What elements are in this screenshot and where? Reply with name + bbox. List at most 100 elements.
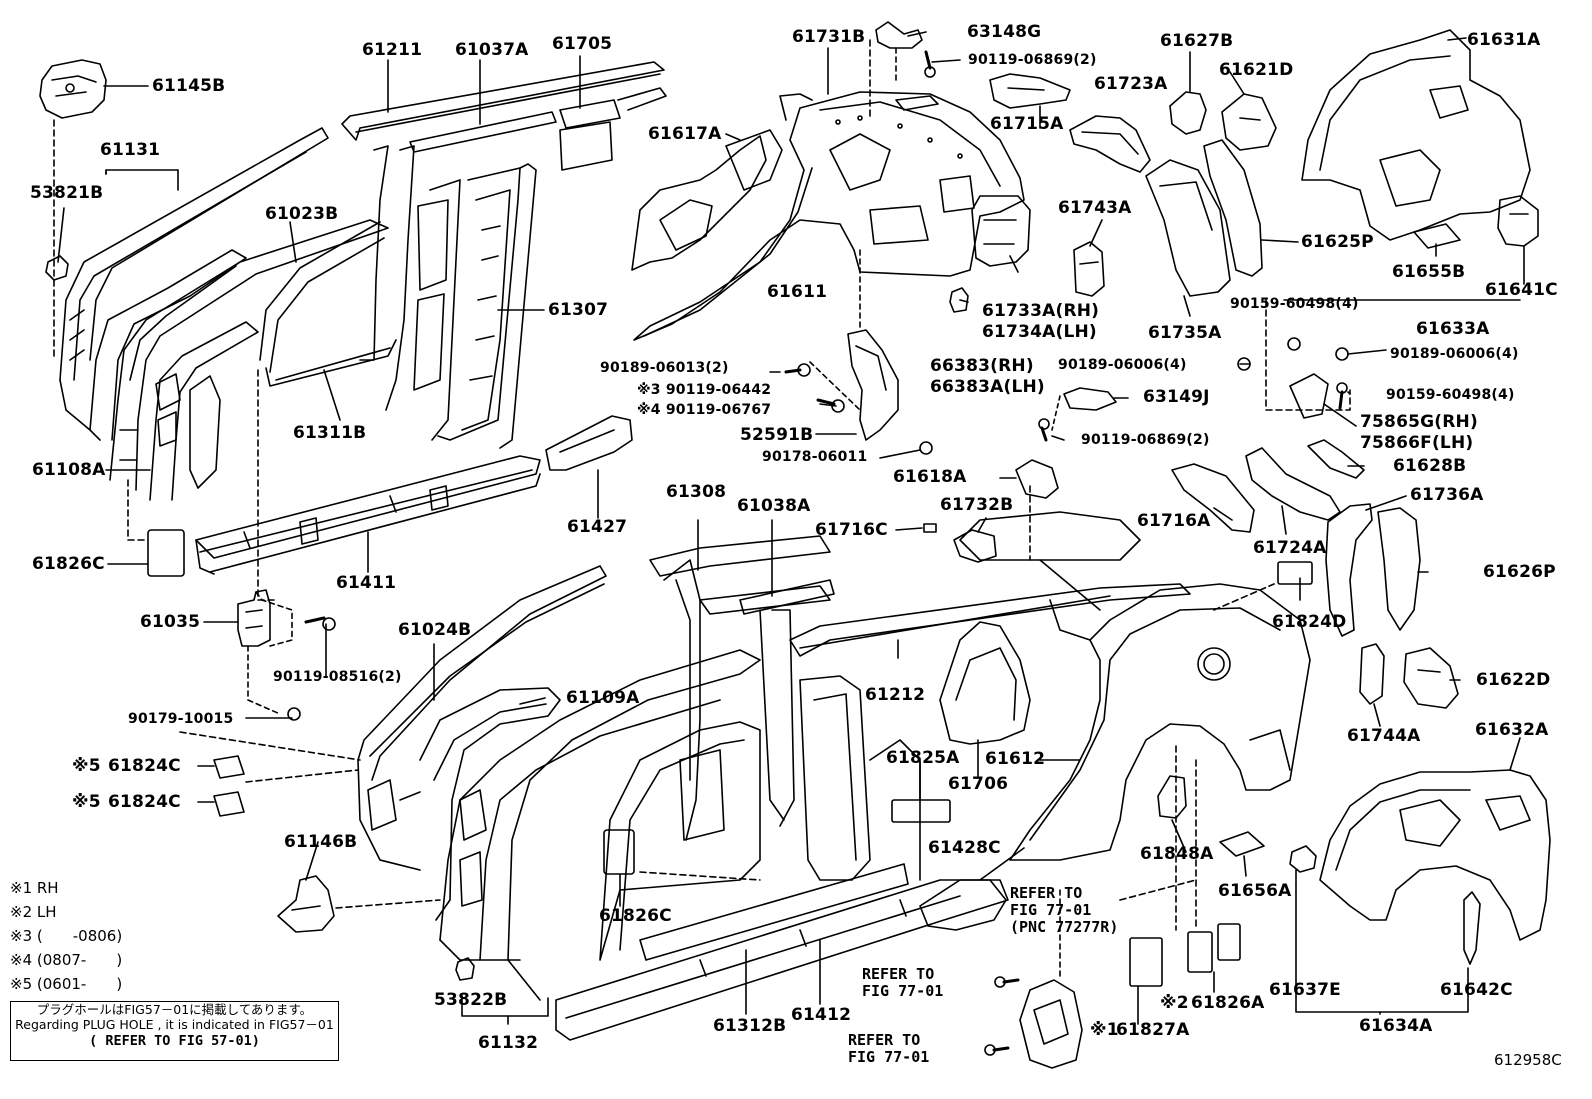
label-61634A: 61634A — [1359, 1016, 1433, 1036]
part-61724A-panel — [1245, 447, 1341, 521]
label-61826C-lower: 61826C — [599, 906, 672, 926]
label-90119-06442: ※3 90119-06442 — [637, 382, 772, 398]
part-61145B-bracket — [39, 59, 107, 119]
label-61744A: 61744A — [1347, 726, 1421, 746]
label-90179-10015: 90179-10015 — [128, 711, 234, 727]
label-61734A: 61734A(LH) — [982, 322, 1097, 342]
label-61724A: 61724A — [1253, 538, 1327, 558]
label-61826C-upper: 61826C — [32, 554, 105, 574]
label-90189-06006-a: 90189-06006(4) — [1058, 357, 1187, 373]
label-61035: 61035 — [140, 612, 201, 632]
part-61825A-pad — [891, 799, 951, 823]
plug-hole-note-jp: プラグホールはFIG57－01に掲載してあります。 — [36, 1002, 313, 1017]
figure-id: 612958C — [1494, 1051, 1562, 1069]
part-61826A-pad-b — [1187, 931, 1213, 973]
part-61716A-bracket — [1171, 463, 1255, 533]
part-61826C-pad-lower — [603, 829, 635, 875]
part-61211-roof-rail — [341, 61, 667, 153]
label-61024B: 61024B — [398, 620, 472, 640]
part-66383-plug — [949, 287, 969, 313]
label-61848A: 61848A — [1140, 844, 1214, 864]
label-61622D: 61622D — [1476, 670, 1551, 690]
label-61132: 61132 — [478, 1033, 539, 1053]
part-61038A-rail — [739, 579, 835, 827]
part-61035-bracket — [237, 589, 293, 715]
label-61628B: 61628B — [1393, 456, 1467, 476]
label-90119-06767: ※4 90119-06767 — [637, 402, 772, 418]
label-61427: 61427 — [567, 517, 628, 537]
part-61311B-door-frame — [259, 221, 397, 387]
part-61826A-pad-a — [1129, 937, 1163, 987]
part-61632A-wheelhouse-outer — [1319, 769, 1551, 941]
part-61826A-pad-c — [1217, 923, 1241, 961]
part-61612-quarter-outer — [959, 511, 1311, 861]
label-90178-06011: 90178-06011 — [762, 449, 868, 465]
nut-90189-06006-b — [1335, 347, 1349, 361]
label-61627B: 61627B — [1160, 31, 1234, 51]
label-61824D: 61824D — [1272, 612, 1347, 632]
label-90119-06869-upper: 90119-06869(2) — [968, 52, 1097, 68]
label-61038A: 61038A — [737, 496, 811, 516]
part-61109A-a-pillar-inner — [419, 687, 561, 921]
part-61637E-clip — [1289, 845, 1317, 873]
label-61826A: 61826A — [1191, 993, 1265, 1013]
label-61023B: 61023B — [265, 204, 339, 224]
part-61706-inner-brace — [939, 621, 1031, 745]
label-61656A: 61656A — [1218, 881, 1292, 901]
refer-fig-77-01-a: REFER TO FIG 77-01 — [862, 965, 944, 1000]
label-61637E: 61637E — [1269, 980, 1341, 1000]
label-61642C: 61642C — [1440, 980, 1513, 1000]
label-61736A: 61736A — [1410, 485, 1484, 505]
label-90159-60498-a: 90159-60498(4) — [1230, 296, 1359, 312]
part-63149J-bracket — [1063, 387, 1117, 411]
label-61824C-a: 61824C — [108, 756, 181, 776]
part-61848A-bracket — [1157, 775, 1187, 819]
part-61622D-bracket — [1403, 647, 1459, 709]
part-61735A-inner — [1145, 159, 1231, 297]
label-61732B: 61732B — [940, 495, 1014, 515]
mark-note5-a: ※5 — [72, 756, 101, 776]
label-61633A: 61633A — [1416, 319, 1490, 339]
label-90119-06869-lower: 90119-06869(2) — [1081, 432, 1210, 448]
bolt-90119-08516 — [304, 616, 336, 631]
label-61109A: 61109A — [566, 688, 640, 708]
footnote-rh: ※1 RH — [10, 879, 59, 897]
bolt-refer-b — [984, 1044, 1010, 1056]
label-61428C: 61428C — [928, 838, 1001, 858]
label-61827A: 61827A — [1116, 1020, 1190, 1040]
label-61723A: 61723A — [1094, 74, 1168, 94]
label-61631A: 61631A — [1467, 30, 1541, 50]
part-61732B-bracket — [953, 529, 997, 563]
label-75866F: 75866F(LH) — [1360, 433, 1474, 453]
label-61308: 61308 — [666, 482, 727, 502]
label-90119-08516: 90119-08516(2) — [273, 669, 402, 685]
bolt-90119-06869-lower — [1038, 418, 1050, 442]
part-61627B-bracket — [1169, 91, 1207, 135]
label-61108A: 61108A — [32, 460, 106, 480]
part-52591B-retainer — [809, 249, 899, 441]
part-61132-front-body-lower — [439, 649, 761, 1001]
label-61146B: 61146B — [284, 832, 358, 852]
part-61743A-clip — [1073, 241, 1105, 297]
mark-note2: ※2 — [1160, 993, 1189, 1013]
part-53822B-clip — [455, 957, 475, 981]
part-61824C-pad-a — [213, 755, 245, 779]
part-61617A-bracket — [631, 129, 783, 271]
label-53821B: 53821B — [30, 183, 104, 203]
part-61428C-extension — [919, 879, 1007, 931]
label-61311B: 61311B — [293, 423, 367, 443]
part-61146B-bracket — [277, 875, 335, 933]
part-61626P-extension — [1377, 507, 1421, 631]
plug-hole-note: プラグホールはFIG57－01に掲載してあります。 Regarding PLUG… — [10, 1001, 339, 1061]
footnote-range-4: ※4 (0807- ) — [10, 951, 123, 969]
label-61312B: 61312B — [713, 1016, 787, 1036]
clip-90189-06013 — [784, 363, 811, 377]
label-61716A: 61716A — [1137, 511, 1211, 531]
plug-hole-note-en: Regarding PLUG HOLE , it is indicated in… — [15, 1017, 334, 1032]
part-61621D-bracket — [1221, 93, 1277, 151]
label-61612: 61612 — [985, 749, 1046, 769]
nut-90179-10015 — [287, 707, 301, 721]
part-61826C-pad-upper — [147, 529, 185, 577]
label-61825A: 61825A — [886, 748, 960, 768]
